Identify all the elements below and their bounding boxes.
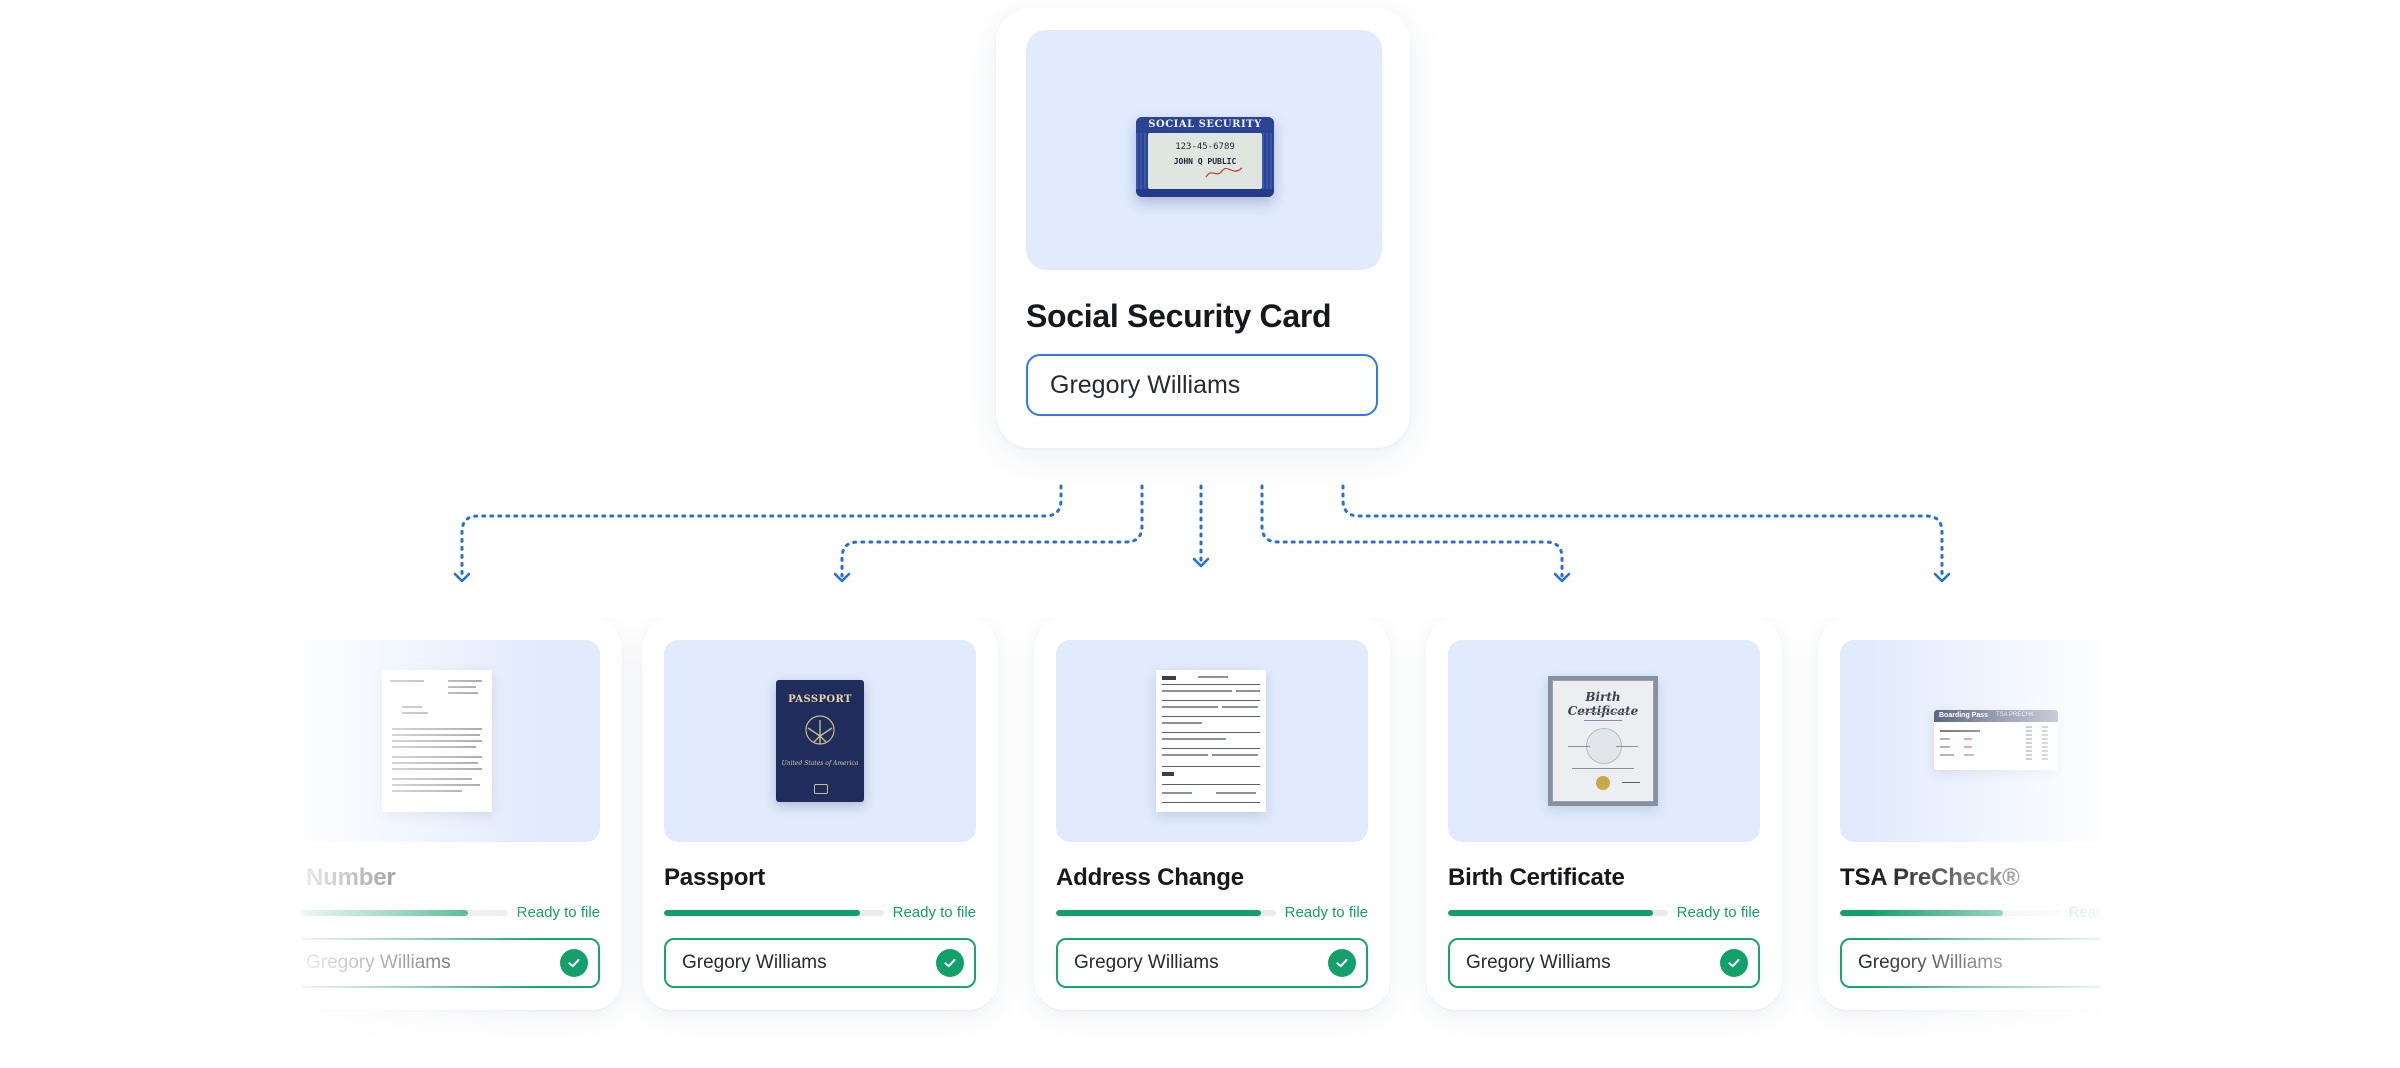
document-title: Passport xyxy=(664,864,766,891)
connector-to-number xyxy=(460,484,1063,578)
document-title: Birth Certificate xyxy=(1448,864,1625,891)
document-card-birth-certificate[interactable]: Birth Certificate Birth Certificate Read… xyxy=(1426,618,1782,1010)
status-label: Ready to file xyxy=(1284,904,1368,921)
name-value: Gregory Williams xyxy=(306,952,451,973)
progress-fill xyxy=(302,910,469,916)
document-preview: Birth Certificate xyxy=(1448,640,1760,842)
status-label: Ready to file xyxy=(1676,904,1760,921)
connector-to-tsa-precheck xyxy=(1341,484,1944,578)
pass-header: Boarding Pass xyxy=(1939,712,1989,719)
document-card-tsa-precheck[interactable]: Boarding Pass TSA PRECHK TSA PreCheck® R… xyxy=(1818,618,2100,1010)
arrow-down-icon xyxy=(1553,572,1571,583)
certificate-title: Birth Certificate xyxy=(1567,690,1639,718)
name-value: Gregory Williams xyxy=(1858,952,2003,973)
letter-document-icon xyxy=(382,670,492,812)
card-pillar-left xyxy=(1136,133,1148,189)
name-value: Gregory Williams xyxy=(682,952,827,973)
card-band xyxy=(1136,117,1274,133)
progress-fill xyxy=(1448,910,1653,916)
passport-country-text: United States of America xyxy=(781,760,859,767)
arrow-down-icon xyxy=(1933,572,1951,583)
progress-bar xyxy=(1448,910,1668,916)
document-title: Number xyxy=(306,864,396,891)
eagle-seal-icon xyxy=(805,715,835,745)
document-title: TSA PreCheck® xyxy=(1840,864,2020,891)
arrow-down-icon xyxy=(453,572,471,583)
card-inner-panel: 123-45-6789 JOHN Q PUBLIC xyxy=(1148,133,1262,189)
name-field[interactable]: Gregory Williams xyxy=(664,938,976,988)
pass-program: TSA PRECHK xyxy=(1996,712,2035,718)
progress-fill xyxy=(664,910,860,916)
passport-title: PASSPORT xyxy=(788,694,852,705)
name-field[interactable]: Gregory Williams xyxy=(1056,938,1368,988)
document-card-passport[interactable]: PASSPORT United States of America Passpo… xyxy=(642,618,998,1010)
card-pillar-right xyxy=(1262,133,1274,189)
card-header-text: SOCIAL SECURITY xyxy=(1148,119,1262,130)
check-icon xyxy=(1328,949,1356,977)
document-preview: Boarding Pass TSA PRECHK xyxy=(1840,640,2100,842)
document-preview xyxy=(1056,640,1368,842)
document-preview xyxy=(302,640,600,842)
social-security-card-icon: SOCIAL SECURITY 123-45-6789 JOHN Q PUBLI… xyxy=(1136,117,1274,197)
progress-fill xyxy=(1056,910,1261,916)
source-document-preview: SOCIAL SECURITY 123-45-6789 JOHN Q PUBLI… xyxy=(1026,30,1382,270)
name-input[interactable]: Gregory Williams xyxy=(1026,354,1378,416)
seal-icon xyxy=(1596,776,1610,790)
card-number-text: 123-45-6789 xyxy=(1175,142,1235,152)
check-icon xyxy=(560,949,588,977)
passport-icon: PASSPORT United States of America xyxy=(776,680,864,802)
progress-bar xyxy=(1056,910,1276,916)
signature-icon xyxy=(1205,167,1243,178)
arrow-down-icon xyxy=(833,572,851,583)
name-value: Gregory Williams xyxy=(1074,952,1219,973)
connector-to-birth-certificate xyxy=(1260,484,1564,578)
arrow-down-icon xyxy=(1192,557,1210,568)
document-preview: PASSPORT United States of America xyxy=(664,640,976,842)
check-icon xyxy=(1720,949,1748,977)
status-label: Ready to file xyxy=(892,904,976,921)
connector-lines xyxy=(453,484,1951,583)
progress-fill xyxy=(1840,910,2003,916)
status-label: Ready to file xyxy=(2068,904,2100,921)
certificate-icon: Birth Certificate xyxy=(1548,676,1658,806)
progress-bar xyxy=(1840,910,2060,916)
target-documents-strip: Number Ready to file Gregory Williams PA… xyxy=(302,618,2100,1040)
document-card-address-change[interactable]: Address Change Ready to file Gregory Wil… xyxy=(1034,618,1390,1010)
connector-to-passport xyxy=(840,484,1144,578)
name-field[interactable]: Gregory Williams xyxy=(302,938,600,988)
name-field[interactable]: Gregory Williams xyxy=(1448,938,1760,988)
source-document-card[interactable]: SOCIAL SECURITY 123-45-6789 JOHN Q PUBLI… xyxy=(996,8,1410,448)
card-holder-text: JOHN Q PUBLIC xyxy=(1173,157,1237,166)
source-document-title: Social Security Card xyxy=(1026,298,1332,334)
document-title: Address Change xyxy=(1056,864,1244,891)
name-field[interactable]: Gregory Williams xyxy=(1840,938,2100,988)
check-icon xyxy=(936,949,964,977)
form-document-icon xyxy=(1156,670,1266,812)
document-card-number[interactable]: Number Ready to file Gregory Williams xyxy=(302,618,622,1010)
name-value: Gregory Williams xyxy=(1466,952,1611,973)
status-label: Ready to file xyxy=(516,904,600,921)
chip-icon xyxy=(814,784,828,794)
progress-bar xyxy=(302,910,508,916)
progress-bar xyxy=(664,910,884,916)
boarding-pass-icon: Boarding Pass TSA PRECHK xyxy=(1934,710,2058,770)
